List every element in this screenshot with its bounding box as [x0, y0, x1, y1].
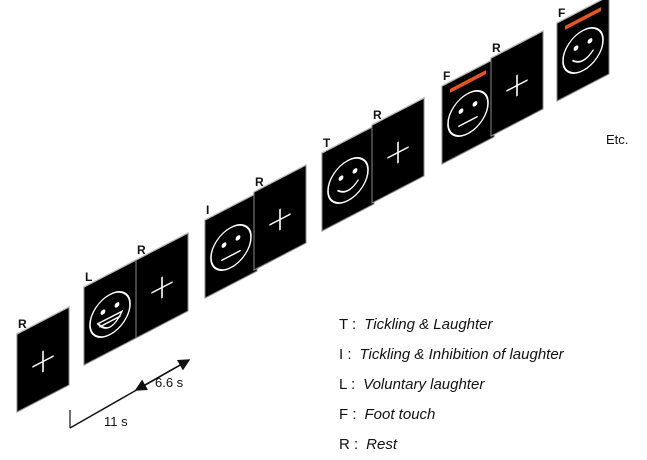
face-eye	[573, 45, 579, 51]
panel-content	[387, 141, 409, 164]
face-eye	[458, 108, 464, 114]
panel-content	[447, 70, 489, 137]
panel-letter-label: R	[255, 175, 264, 189]
panel-edge	[441, 58, 495, 87]
panel-edge	[556, 0, 603, 24]
panel-content	[506, 74, 528, 97]
panel-edge	[490, 30, 544, 59]
panel-edge	[321, 125, 375, 154]
face-eye	[114, 302, 120, 308]
face-eye	[587, 38, 593, 44]
panel-edge	[371, 97, 425, 126]
timing-dimensions: 11 s 6.6 s	[69, 359, 191, 429]
panel-edge	[204, 192, 258, 221]
panel-letter-label: R	[137, 243, 146, 257]
neutral-face-icon	[447, 90, 489, 137]
legend-desc: Tickling & Inhibition of laughter	[359, 346, 564, 363]
interval-short-arrow	[134, 359, 190, 391]
interval-short-label: 6.6 s	[155, 375, 184, 390]
face-outline	[89, 291, 131, 338]
panel-letter-label: I	[206, 203, 209, 217]
stimulus-panel: L	[83, 259, 137, 366]
laughing-face-icon	[89, 291, 131, 338]
face-eye	[221, 242, 227, 248]
panel-edge	[16, 306, 70, 335]
face-outline	[562, 27, 604, 74]
etc-label: Etc.	[606, 132, 628, 147]
foot-touch-bar	[450, 70, 486, 93]
stimulus-panel: T	[321, 125, 375, 232]
panel-content	[32, 350, 54, 373]
legend-key: R :	[339, 436, 359, 453]
legend-item: R : Rest	[339, 430, 639, 460]
panel-letter-label: R	[18, 317, 27, 331]
legend-item: F : Foot touch	[339, 400, 639, 430]
face-eye	[235, 235, 241, 241]
face-eye	[352, 168, 358, 174]
face-mouth	[337, 179, 359, 193]
face-mouth	[572, 49, 594, 63]
face-eye	[100, 309, 106, 315]
panel-letter-label: F	[558, 6, 565, 20]
interval-long-label: 11 s	[104, 414, 128, 429]
stimulus-panel: R	[490, 30, 544, 137]
face-eye	[472, 101, 478, 107]
face-eye	[338, 175, 344, 181]
stimulus-panel: R	[253, 164, 307, 271]
legend-desc: Foot touch	[364, 406, 436, 423]
face-teeth	[99, 315, 121, 328]
panel-content	[327, 157, 369, 204]
face-outline	[447, 90, 489, 137]
legend-key: T :	[339, 316, 357, 333]
face-outline	[327, 157, 369, 204]
panel-letter-label: R	[373, 108, 382, 122]
panel-content	[151, 276, 173, 299]
neutral-face-icon	[210, 224, 252, 271]
panel-letter-label: L	[85, 270, 92, 284]
panel-letter-label: T	[323, 136, 331, 150]
panel-letter-label: F	[443, 69, 450, 83]
legend-item: I : Tickling & Inhibition of laughter	[339, 340, 639, 370]
legend-desc: Tickling & Laughter	[364, 316, 493, 333]
panel-content	[89, 291, 131, 338]
legend-item: T : Tickling & Laughter	[339, 310, 639, 340]
smiling-face-icon	[562, 27, 604, 74]
panel-content	[562, 7, 604, 74]
panel-letter-label: R	[492, 41, 501, 55]
panel-edge	[83, 259, 137, 288]
smiling-face-icon	[327, 157, 369, 204]
panel-content	[269, 208, 291, 231]
stimulus-panel: F	[556, 0, 610, 102]
panel-edge	[135, 232, 189, 261]
legend-desc: Voluntary laughter	[363, 376, 485, 393]
face-outline	[210, 224, 252, 271]
legend-key: I :	[339, 346, 352, 363]
stimulus-panel: R	[135, 232, 189, 339]
condition-legend: T : Tickling & Laughter I : Tickling & Inh…	[339, 310, 639, 460]
panel-edge	[253, 164, 307, 193]
foot-touch-bar	[565, 7, 601, 30]
stimulus-panel: F	[441, 58, 495, 165]
legend-desc: Rest	[366, 436, 398, 453]
stimulus-panel: R	[16, 306, 70, 413]
panel-content	[210, 224, 252, 271]
face-mouth	[221, 249, 241, 262]
stimulus-panel: I	[204, 192, 258, 299]
stimulus-panel: R	[371, 97, 425, 204]
legend-key: F :	[339, 406, 357, 423]
stimulus-panels: R L R I R T R F R F	[16, 0, 610, 413]
legend-item: L : Voluntary laughter	[339, 370, 639, 400]
legend-key: L :	[339, 376, 356, 393]
face-mouth	[458, 115, 478, 128]
